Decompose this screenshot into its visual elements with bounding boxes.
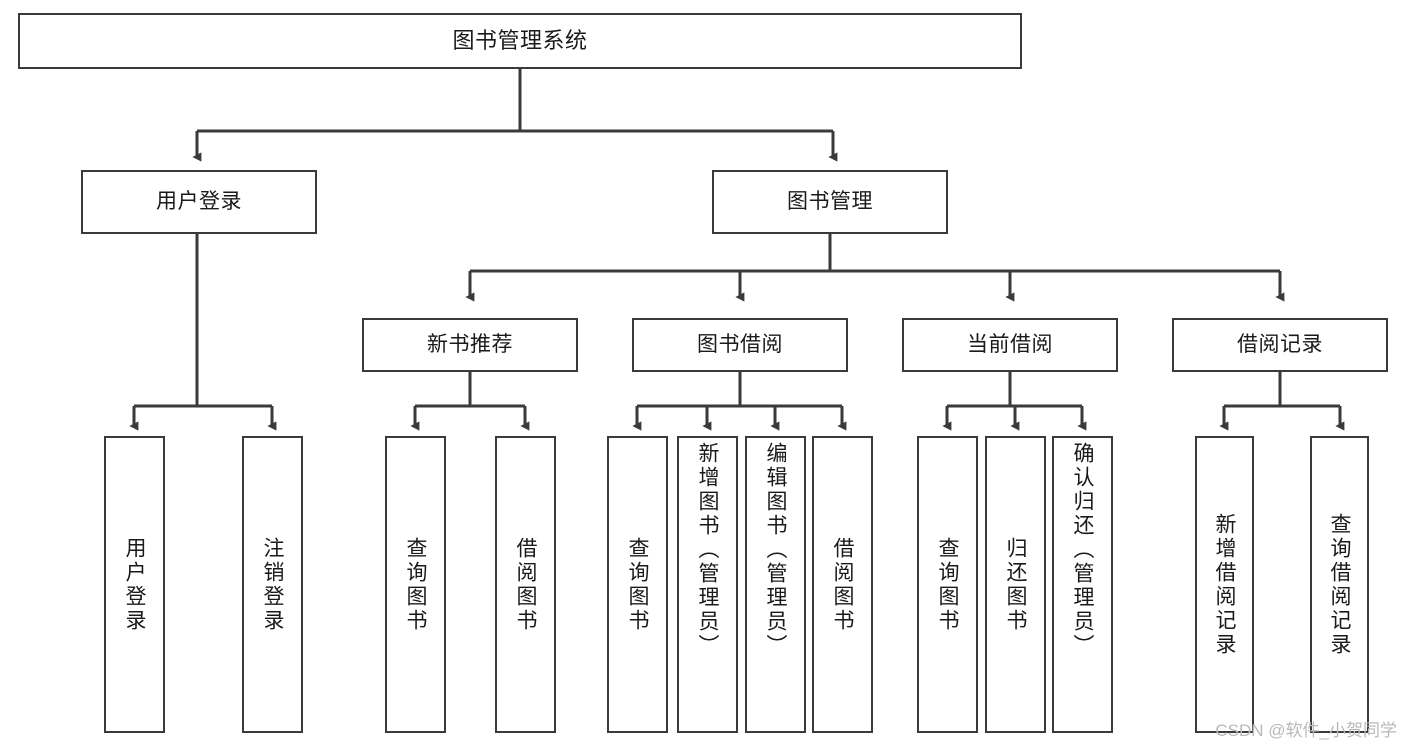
node-label: 查询图书 [936,536,959,633]
node-label: 用户登录 [156,189,242,213]
node-label: 归还图书 [1004,536,1027,633]
node-label: 新书推荐 [427,332,513,356]
node-new-book-recommend[interactable]: 新书推荐 [362,318,578,372]
node-label: 用户登录 [123,536,146,633]
node-label: 当前借阅 [967,332,1053,356]
leaf-user-logout[interactable]: 注销登录 [242,436,303,733]
leaf-add-borrow-record[interactable]: 新增借阅记录 [1195,436,1254,733]
node-label: 图书管理 [787,189,873,213]
node-label: 注销登录 [261,536,284,633]
node-label: 借阅图书 [831,536,854,633]
leaf-query-book-borrow[interactable]: 查询图书 [607,436,668,733]
node-label: 确认归还（管理员） [1071,442,1094,658]
node-book-management-system[interactable]: 图书管理系统 [18,13,1022,69]
node-label: 查询图书 [404,536,427,633]
node-label: 图书管理系统 [452,28,588,54]
node-user-login[interactable]: 用户登录 [81,170,317,234]
watermark-text: CSDN @软件_小贺同学 [1215,721,1397,740]
node-current-borrow[interactable]: 当前借阅 [902,318,1118,372]
leaf-borrow-book[interactable]: 借阅图书 [812,436,873,733]
leaf-add-book[interactable]: 新增图书（管理员） [677,436,738,733]
node-label: 借阅记录 [1237,332,1323,356]
node-label: 编辑图书（管理员） [764,442,787,658]
node-label: 图书借阅 [697,332,783,356]
leaf-query-book-recommend[interactable]: 查询图书 [385,436,446,733]
node-label: 新增借阅记录 [1213,512,1236,657]
leaf-edit-book[interactable]: 编辑图书（管理员） [745,436,806,733]
node-borrow-record[interactable]: 借阅记录 [1172,318,1388,372]
leaf-query-borrow-record[interactable]: 查询借阅记录 [1310,436,1369,733]
leaf-borrow-book-recommend[interactable]: 借阅图书 [495,436,556,733]
node-label: 借阅图书 [514,536,537,633]
node-book-management[interactable]: 图书管理 [712,170,948,234]
node-label: 查询借阅记录 [1328,512,1351,657]
leaf-query-book-current[interactable]: 查询图书 [917,436,978,733]
leaf-confirm-return[interactable]: 确认归还（管理员） [1052,436,1113,733]
node-label: 查询图书 [626,536,649,633]
node-book-borrow[interactable]: 图书借阅 [632,318,848,372]
node-label: 新增图书（管理员） [696,442,719,658]
leaf-return-book[interactable]: 归还图书 [985,436,1046,733]
leaf-user-login[interactable]: 用户登录 [104,436,165,733]
